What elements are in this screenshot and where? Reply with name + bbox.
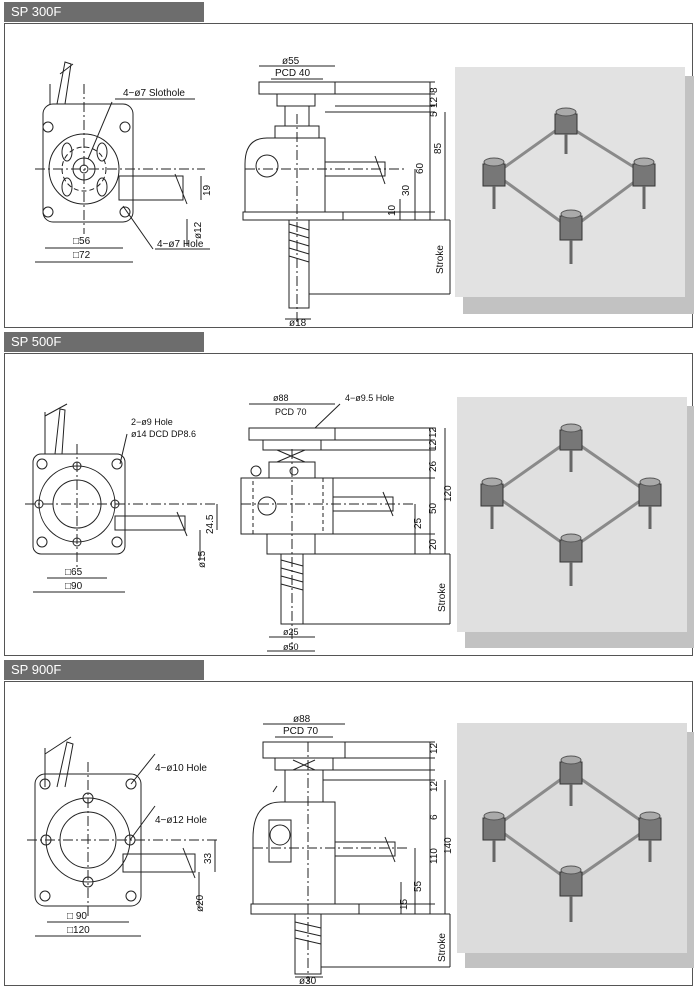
model-tab: SP 500F: [4, 332, 204, 352]
height-dim: 8: [429, 87, 440, 93]
technical-drawing: 2−ø9 Hole ø14 DCD DP8.6 □65 □90 ø15 24.5: [25, 393, 694, 652]
model-tab: SP 300F: [4, 2, 204, 22]
stroke-label: Stroke: [437, 933, 448, 962]
shaft-dia: ø20: [195, 894, 206, 912]
height-dim: 5: [429, 111, 440, 117]
side-view: [240, 403, 451, 652]
dim-inner: □65: [65, 567, 83, 578]
product-photo: [457, 723, 694, 968]
height-dim: 26: [428, 460, 439, 472]
height-dim: 140: [443, 837, 454, 854]
height-dim: 110: [429, 848, 440, 864]
height-dim: 55: [413, 880, 424, 892]
dim-inner: □ 90: [67, 911, 87, 922]
stroke-label: Stroke: [437, 583, 448, 612]
pcd: PCD 70: [283, 726, 318, 737]
section-sp900f: SP 900F 4−: [4, 660, 695, 989]
technical-drawing: 4−ø10 Hole 4−ø12 Hole □ 90 □120 ø20 33: [27, 714, 694, 987]
top-view: [35, 61, 210, 263]
height-dim: 25: [413, 517, 424, 529]
shaft-dia: ø15: [197, 550, 208, 568]
side-view: [250, 723, 451, 982]
section-sp300f: SP 300F: [4, 2, 695, 329]
drawing-frame: 2−ø9 Hole ø14 DCD DP8.6 □65 □90 ø15 24.5: [4, 353, 694, 656]
flange-dia: ø88: [273, 393, 289, 403]
screw-dia: ø30: [299, 976, 317, 987]
height-dim: 15: [399, 898, 410, 910]
body-dia: ø50: [283, 642, 299, 652]
pcd: PCD 40: [275, 68, 310, 79]
product-photo: [457, 397, 694, 648]
flange-dia: ø88: [293, 714, 311, 725]
height-dim: 20: [428, 538, 439, 550]
dim-outer: □72: [73, 250, 91, 261]
height-dim: 12: [428, 426, 439, 438]
stroke-label: Stroke: [435, 245, 446, 274]
height-dims: 8 12 5 60 85 30 10 Stroke: [387, 87, 446, 274]
hole-a-label: 2−ø9 Hole: [131, 417, 173, 427]
side-view: [242, 65, 451, 322]
dim-inner: □56: [73, 236, 91, 247]
height-dim: 12: [429, 96, 440, 108]
height-dim: 85: [433, 142, 444, 154]
height-dim: 12: [429, 780, 440, 792]
shaft-dia: ø12: [193, 221, 204, 239]
screw-dia: ø25: [283, 627, 299, 637]
height-dim: 30: [401, 184, 412, 196]
top-view: [27, 736, 220, 937]
dim-outer: □90: [65, 581, 83, 592]
pcd: PCD 70: [275, 407, 307, 417]
model-tab: SP 900F: [4, 660, 204, 680]
height-dim: 12: [429, 742, 440, 754]
height-dims: 12 12 6 140 110 55 15 Stroke: [399, 742, 454, 962]
technical-drawing: 4−ø7 Slothole 4−ø7 Hole □56 □72 ø12 19: [35, 56, 694, 329]
side-hole-label: 4−ø9.5 Hole: [345, 393, 394, 403]
height-dim: 6: [429, 814, 440, 820]
flange-dia: ø55: [282, 56, 300, 67]
height-dim: 50: [428, 502, 439, 514]
height-dim: 10: [387, 204, 398, 216]
drawing-frame: 4−ø7 Slothole 4−ø7 Hole □56 □72 ø12 19: [4, 23, 694, 329]
hole-b-label: ø14 DCD DP8.6: [131, 429, 196, 439]
height-dim: 120: [443, 485, 454, 502]
screw-dia: ø18: [289, 318, 307, 329]
hole-top-label: 4−ø7 Slothole: [123, 88, 185, 99]
product-photo: [455, 67, 694, 314]
hole-a-label: 4−ø10 Hole: [155, 763, 207, 774]
drawing-frame: 4−ø10 Hole 4−ø12 Hole □ 90 □120 ø20 33: [4, 681, 694, 987]
top-view: [25, 403, 218, 593]
height-dim: 60: [415, 162, 426, 174]
dim-outer: □120: [67, 925, 90, 936]
hole-b-label: 4−ø12 Hole: [155, 815, 207, 826]
shaft-offset: 19: [202, 184, 213, 196]
shaft-offset: 24.5: [205, 514, 216, 534]
height-dims: 12 12 26 120 50 25 20 Stroke: [413, 426, 454, 612]
height-dim: 12: [428, 439, 439, 451]
hole-bottom-label: 4−ø7 Hole: [157, 239, 204, 250]
shaft-offset: 33: [203, 852, 214, 864]
section-sp500f: SP 500F 2−ø9 Hole: [4, 332, 695, 657]
